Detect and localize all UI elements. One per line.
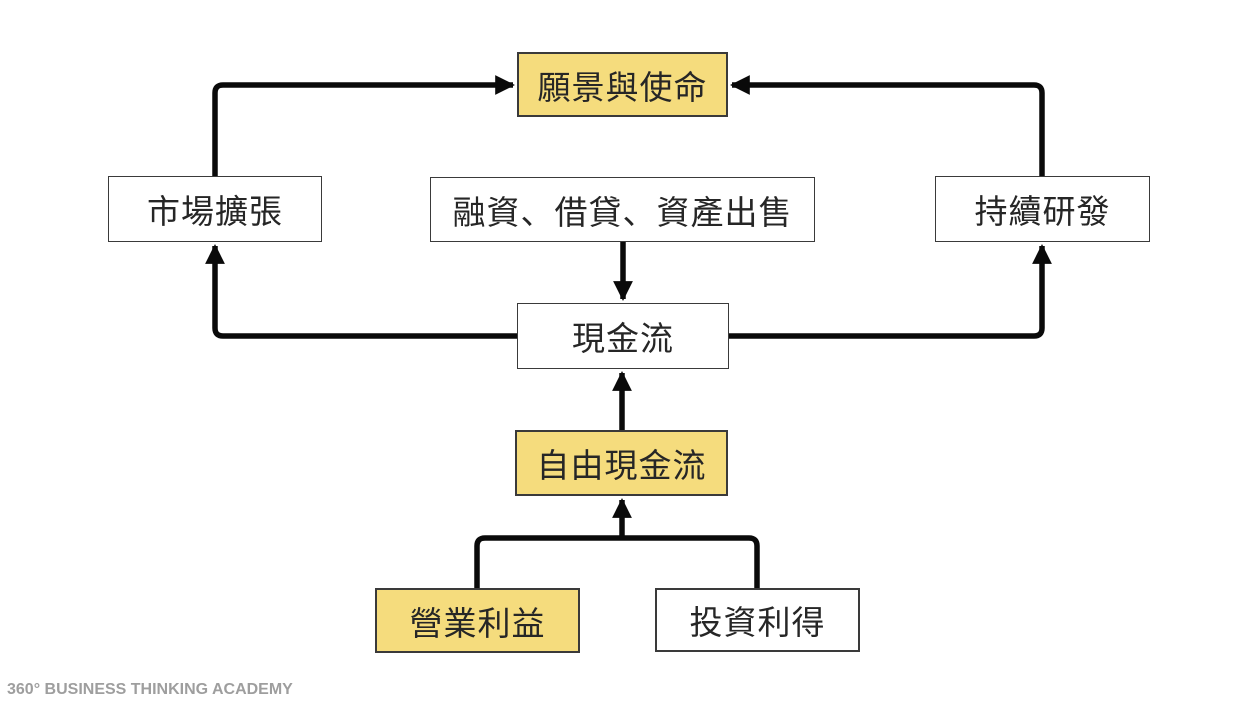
node-free-cash-flow: 自由現金流 bbox=[515, 430, 728, 496]
node-cash-flow: 現金流 bbox=[517, 303, 729, 369]
node-continuous-rnd: 持續研發 bbox=[935, 176, 1150, 242]
node-operating-profit: 營業利益 bbox=[375, 588, 580, 653]
edge-cash-flow-to-continuous-rnd bbox=[728, 244, 1052, 339]
edge-market-expansion-to-vision bbox=[212, 75, 515, 178]
node-vision-mission: 願景與使命 bbox=[517, 52, 728, 117]
edge-operating-profit-branch bbox=[474, 535, 622, 588]
node-market-expansion: 市場擴張 bbox=[108, 176, 322, 242]
edge-investment-gains-branch bbox=[622, 535, 760, 588]
node-investment-gains: 投資利得 bbox=[655, 588, 860, 652]
edge-cash-flow-to-market-expansion bbox=[205, 244, 518, 339]
edge-continuous-rnd-to-vision bbox=[730, 75, 1045, 178]
watermark-text: 360° BUSINESS THINKING ACADEMY bbox=[7, 681, 293, 698]
node-financing-borrowing-asset-sale: 融資、借貸、資產出售 bbox=[430, 177, 815, 242]
